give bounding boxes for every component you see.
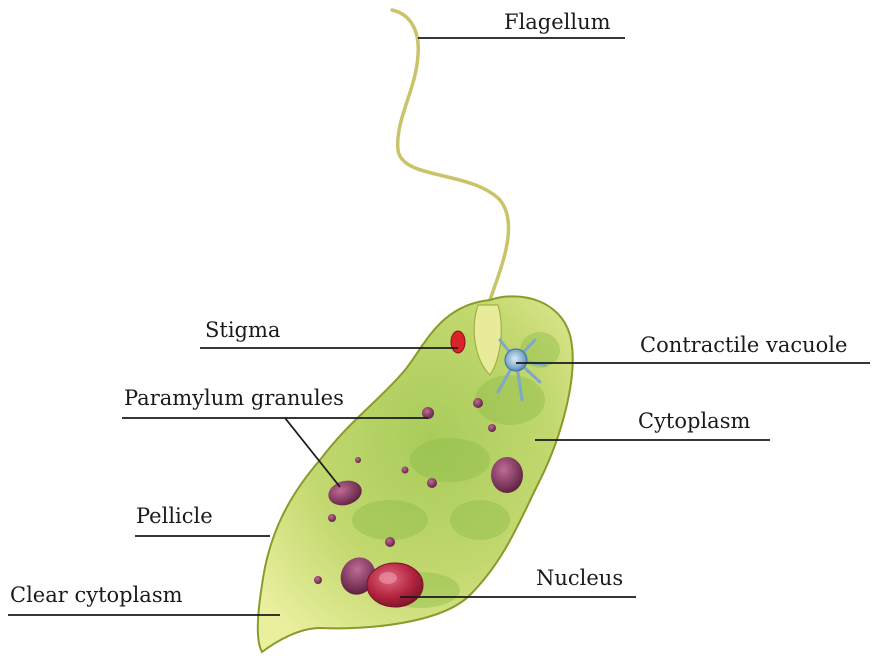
label-contractile-vacuole: Contractile vacuole xyxy=(640,335,847,356)
label-clear-cytoplasm: Clear cytoplasm xyxy=(10,585,183,606)
label-flagellum: Flagellum xyxy=(504,12,611,33)
label-pellicle: Pellicle xyxy=(136,506,213,527)
label-paramylum-granules: Paramylum granules xyxy=(124,388,344,409)
label-stigma: Stigma xyxy=(205,320,280,341)
label-cytoplasm: Cytoplasm xyxy=(638,411,750,432)
nucleus-shape xyxy=(367,563,423,607)
flagellum-shape xyxy=(392,10,509,300)
label-nucleus: Nucleus xyxy=(536,568,623,589)
stigma-shape xyxy=(451,331,465,353)
